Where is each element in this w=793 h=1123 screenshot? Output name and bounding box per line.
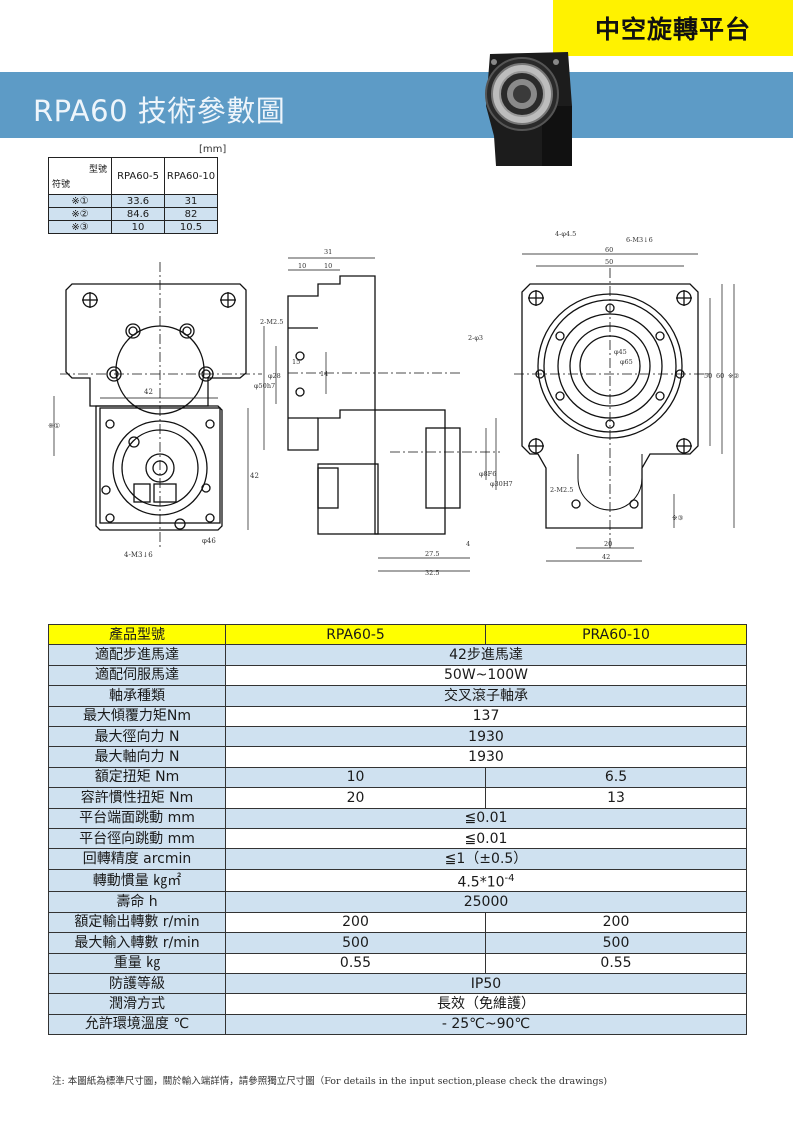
svg-text:2-M2.5: 2-M2.5 <box>260 318 283 326</box>
svg-text:4-M3↓6: 4-M3↓6 <box>124 551 153 559</box>
svg-text:42: 42 <box>144 388 153 396</box>
svg-text:φ45: φ45 <box>614 348 627 356</box>
svg-text:φ28: φ28 <box>268 372 281 380</box>
svg-text:※②: ※② <box>728 372 739 380</box>
column-header: RPA60-5 <box>111 157 165 195</box>
table-row: 回轉精度 arcmin≦1（±0.5） <box>48 848 747 870</box>
svg-text:60: 60 <box>716 372 724 380</box>
svg-text:6-M3↓6: 6-M3↓6 <box>626 236 653 244</box>
svg-text:φ8F6: φ8F6 <box>479 470 496 478</box>
technical-drawing: 42 4-M3↓6 φ46 ※① 42 31 10 10 2-M2.5 φ50h… <box>48 230 739 577</box>
svg-text:50: 50 <box>704 372 712 380</box>
svg-text:10: 10 <box>324 262 332 270</box>
svg-text:15: 15 <box>292 358 300 366</box>
table-row: 平台端面跳動 mm≦0.01 <box>48 807 747 829</box>
svg-text:φ30H7: φ30H7 <box>490 480 513 488</box>
svg-text:31: 31 <box>324 248 332 256</box>
title-band <box>0 72 793 138</box>
table-row: ※③ 10 10.5 <box>48 220 218 234</box>
footnote: 注: 本圖紙為標準尺寸圖，關於輸入端詳情，請參照獨立尺寸圖（For detail… <box>52 1076 608 1087</box>
table-row: 平台徑向跳動 mm≦0.01 <box>48 827 747 850</box>
table-row: ※② 84.6 82 <box>48 207 218 221</box>
svg-text:φ65: φ65 <box>620 358 633 366</box>
product-image <box>485 52 572 166</box>
svg-text:42: 42 <box>250 472 259 480</box>
svg-text:2-φ3: 2-φ3 <box>468 334 483 342</box>
svg-text:φ50h7: φ50h7 <box>254 382 275 390</box>
unit-label: [mm] <box>199 144 227 155</box>
svg-text:2-M2.5: 2-M2.5 <box>550 486 573 494</box>
top-view <box>514 253 735 562</box>
svg-text:4-φ4.5: 4-φ4.5 <box>555 230 576 238</box>
svg-text:20: 20 <box>604 540 612 548</box>
svg-text:60: 60 <box>605 246 613 254</box>
product-category-badge: 中空旋轉平台 <box>553 0 793 56</box>
table-corner: 型號 符號 <box>48 157 112 195</box>
table-row: 軸承種類交叉滾子軸承 <box>48 685 747 707</box>
svg-text:14: 14 <box>320 370 328 378</box>
svg-text:※①: ※① <box>48 422 60 430</box>
table-row: ※① 33.6 31 <box>48 194 218 208</box>
dimension-table: 型號 符號 RPA60-5 RPA60-10 ※① 33.6 31 ※② 84.… <box>48 157 218 234</box>
column-header: RPA60-10 <box>164 157 218 195</box>
svg-text:32.5: 32.5 <box>425 569 439 577</box>
svg-text:4: 4 <box>466 540 470 548</box>
table-row: 允許環境溫度 ℃- 25℃~90℃ <box>48 1013 747 1036</box>
svg-text:50: 50 <box>605 258 613 266</box>
page-title: RPA60 技術參數圖 <box>33 94 286 128</box>
svg-text:42: 42 <box>602 553 610 561</box>
svg-text:φ46: φ46 <box>202 537 216 545</box>
svg-text:10: 10 <box>298 262 306 270</box>
side-view <box>263 257 500 572</box>
svg-text:※③: ※③ <box>672 514 683 522</box>
front-view <box>53 262 262 548</box>
svg-text:27.5: 27.5 <box>425 550 439 558</box>
table-row: 潤滑方式長效（免維護） <box>48 993 747 1015</box>
table-header-row: 產品型號 RPA60-5 PRA60-10 <box>48 623 747 646</box>
